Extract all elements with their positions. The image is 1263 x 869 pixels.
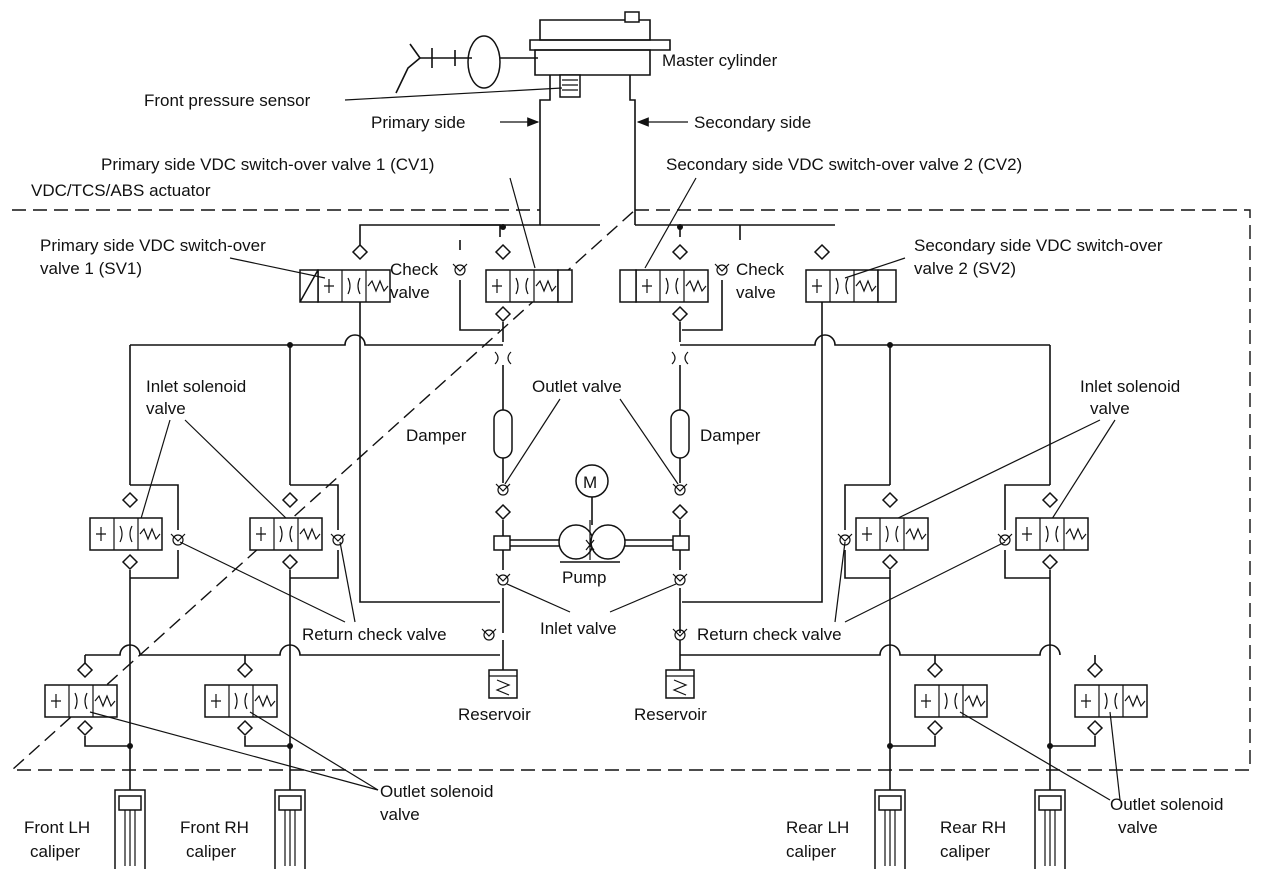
secondary-side-label: Secondary side — [694, 113, 811, 132]
sv2-label-line1: Secondary side VDC switch-over — [914, 236, 1163, 255]
inlet-solenoid-front-lh — [89, 517, 163, 551]
master-cylinder-label: Master cylinder — [662, 51, 778, 70]
actuator-boundary — [10, 209, 1251, 771]
front-pressure-sensor-label: Front pressure sensor — [144, 91, 311, 110]
front-lh-caliper-line1: Front LH — [24, 818, 90, 837]
reservoir-left-label: Reservoir — [458, 705, 531, 724]
front-lh-caliper-icon — [114, 789, 146, 869]
outlet-solenoid-right-line1: Outlet solenoid — [1110, 795, 1223, 814]
pump-label: Pump — [562, 568, 606, 587]
motor-icon — [575, 464, 609, 498]
reservoir-right-icon — [665, 669, 695, 699]
inlet-solenoid-rear-rh — [1015, 517, 1089, 551]
sv2-label-line2: valve 2 (SV2) — [914, 259, 1016, 278]
check-valve-left-line1: Check — [390, 260, 439, 279]
damper-right-icon — [670, 409, 690, 459]
return-check-valve-right-label: Return check valve — [697, 625, 842, 644]
inlet-solenoid-rear-lh — [855, 517, 929, 551]
sv1-label-line1: Primary side VDC switch-over — [40, 236, 266, 255]
damper-right-label: Damper — [700, 426, 761, 445]
rear-lh-caliper-line1: Rear LH — [786, 818, 849, 837]
inlet-solenoid-left-line1: Inlet solenoid — [146, 377, 246, 396]
outlet-solenoid-right-line2: valve — [1118, 818, 1158, 837]
inlet-solenoid-front-rh — [249, 517, 323, 551]
pump-assembly: M — [493, 464, 690, 563]
sv2-valve — [805, 269, 879, 303]
cv1-label: Primary side VDC switch-over valve 1 (CV… — [101, 155, 434, 174]
front-rh-caliper-line2: caliper — [186, 842, 236, 861]
rear-lh-caliper-icon — [874, 789, 906, 869]
inlet-solenoid-right-line1: Inlet solenoid — [1080, 377, 1180, 396]
outlet-solenoid-left-line1: Outlet solenoid — [380, 782, 493, 801]
damper-left-label: Damper — [406, 426, 467, 445]
cv1-leader — [509, 177, 536, 269]
rear-rh-caliper-line2: caliper — [940, 842, 990, 861]
return-check-valve-left-label: Return check valve — [302, 625, 447, 644]
rear-lh-caliper-line2: caliper — [786, 842, 836, 861]
check-valve-left-icon — [452, 263, 468, 276]
master-cylinder-assembly — [395, 11, 671, 215]
damper-left-icon — [493, 409, 513, 459]
actuator-label: VDC/TCS/ABS actuator — [31, 181, 211, 200]
outlet-valve-label: Outlet valve — [532, 377, 622, 396]
rear-rh-caliper-icon — [1034, 789, 1066, 869]
check-valve-left-line2: valve — [390, 283, 430, 302]
motor-label: M — [583, 473, 597, 492]
inlet-valve-label: Inlet valve — [540, 619, 617, 638]
cv2-label: Secondary side VDC switch-over valve 2 (… — [666, 155, 1022, 174]
front-lh-caliper-line2: caliper — [30, 842, 80, 861]
check-valve-right-line2: valve — [736, 283, 776, 302]
sv1-valve — [317, 269, 391, 303]
front-pressure-sensor-leader — [344, 87, 563, 101]
sv1-leader — [229, 257, 326, 279]
outlet-solenoid-rear-lh — [914, 684, 988, 718]
inlet-solenoid-left-line2: valve — [146, 399, 186, 418]
check-valve-right-line1: Check — [736, 260, 785, 279]
outlet-solenoid-left-line2: valve — [380, 805, 420, 824]
reservoir-right-label: Reservoir — [634, 705, 707, 724]
sv1-label-line2: valve 1 (SV1) — [40, 259, 142, 278]
cv1-valve — [485, 269, 559, 303]
sv2-leader — [844, 257, 906, 279]
cv2-valve — [635, 269, 709, 303]
outlet-solenoid-rear-rh — [1074, 684, 1148, 718]
front-rh-caliper-icon — [274, 789, 306, 869]
rear-rh-caliper-line1: Rear RH — [940, 818, 1006, 837]
inlet-solenoid-right-line2: valve — [1090, 399, 1130, 418]
reservoir-left-icon — [488, 669, 518, 699]
outlet-solenoid-front-lh — [44, 684, 118, 718]
cv2-leader — [644, 177, 697, 269]
front-rh-caliper-line1: Front RH — [180, 818, 249, 837]
primary-side-label: Primary side — [371, 113, 465, 132]
check-valve-right-icon — [714, 263, 730, 276]
outlet-solenoid-front-rh — [204, 684, 278, 718]
